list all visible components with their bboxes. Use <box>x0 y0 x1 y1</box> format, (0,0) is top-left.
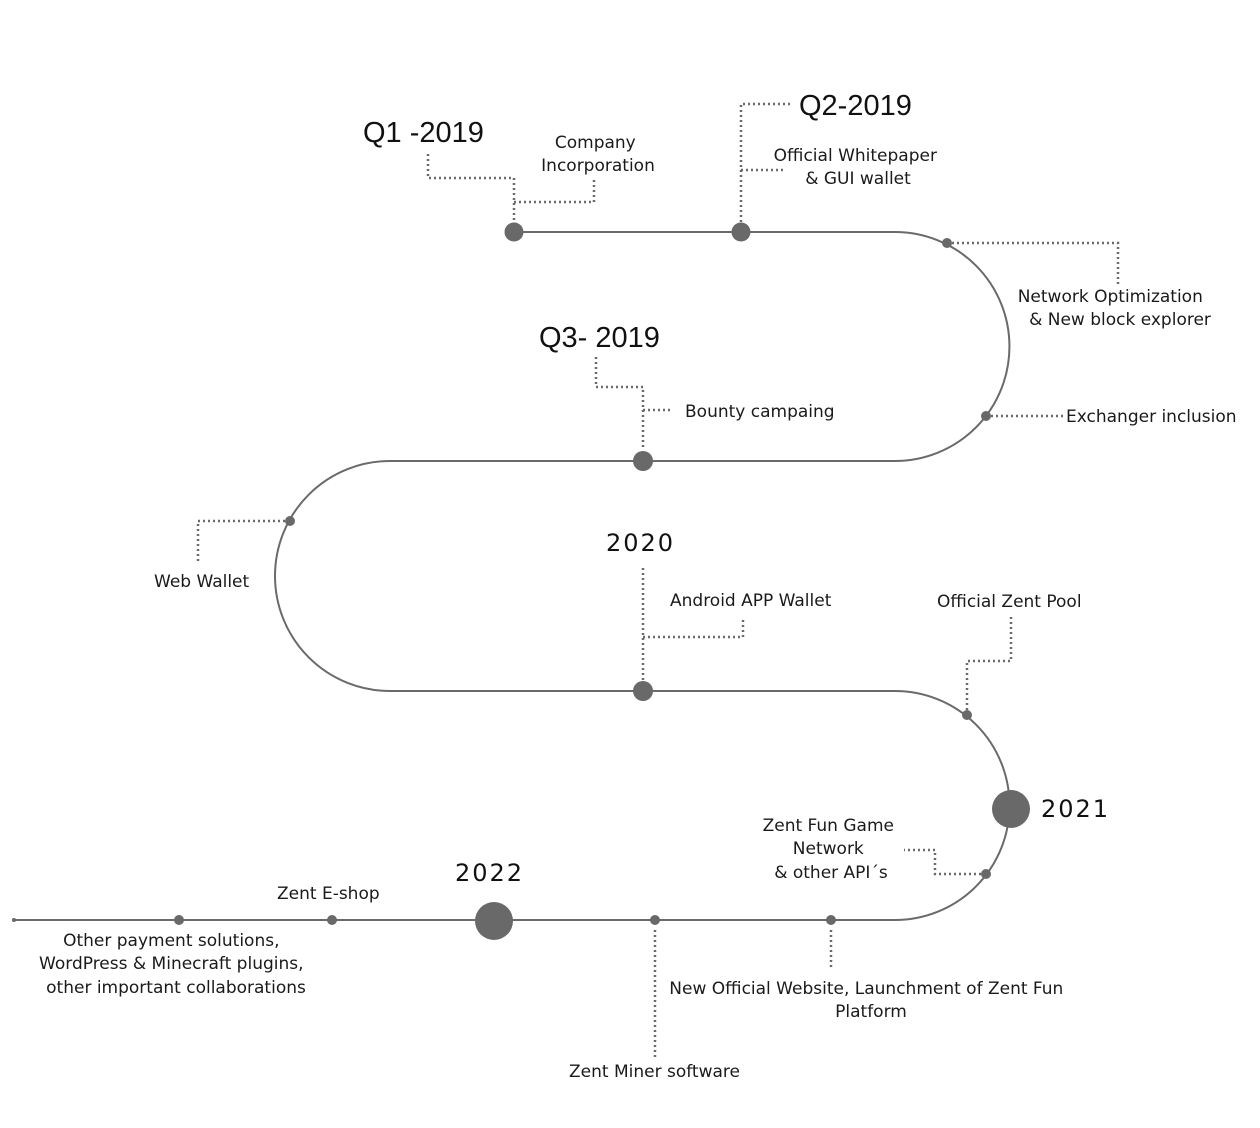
dot-website <box>826 915 836 925</box>
label-whitepaper-line-1: Official Whitepaper <box>774 146 937 166</box>
phase-2020: 2020 <box>606 529 675 557</box>
leader-pool <box>965 617 1013 715</box>
milestone-dots <box>12 222 1030 940</box>
leader-q3 <box>594 357 645 450</box>
label-other-payment: Other payment solutions, WordPress & Min… <box>39 931 309 998</box>
dot-2021 <box>992 790 1030 828</box>
label-whitepaper-line-2: & GUI wallet <box>805 169 911 189</box>
label-web-wallet: Web Wallet <box>154 572 250 592</box>
label-company-line-2: Incorporation <box>541 156 655 176</box>
label-android: Android APP Wallet <box>670 591 832 611</box>
phase-2021: 2021 <box>1041 795 1110 823</box>
dot-exchanger <box>981 411 991 421</box>
label-company-line-1: Company <box>555 133 636 153</box>
label-eshop: Zent E-shop <box>277 884 380 904</box>
label-company-incorporation: Company Incorporation <box>541 133 655 176</box>
dot-2020 <box>633 681 653 701</box>
dot-pool <box>962 710 972 720</box>
dot-path-end <box>12 918 16 922</box>
label-fungame-line-3: & other API´s <box>774 863 888 883</box>
label-fungame-line-1: Zent Fun Game <box>763 816 894 836</box>
dot-q1 <box>504 222 524 242</box>
phase-q1-2019: Q1 -2019 <box>363 117 484 149</box>
dot-network <box>942 238 952 248</box>
dot-q3 <box>633 451 653 471</box>
dot-miner <box>650 915 660 925</box>
label-miner: Zent Miner software <box>569 1062 740 1082</box>
label-fungame-line-2: Network <box>793 839 864 859</box>
label-network-optimization: Network Optimization & New block explore… <box>1018 287 1211 330</box>
label-whitepaper: Official Whitepaper & GUI wallet <box>774 146 943 189</box>
label-network-line-1: Network Optimization <box>1018 287 1203 307</box>
leader-lines <box>196 102 1120 1060</box>
label-website-line-2: Platform <box>835 1002 907 1022</box>
dot-webwallet <box>285 516 295 526</box>
leader-company <box>514 180 596 204</box>
dot-eshop <box>327 915 337 925</box>
dot-fungame <box>981 869 991 879</box>
label-website: New Official Website, Launchment of Zent… <box>669 979 1068 1022</box>
leader-q2 <box>739 102 790 222</box>
dot-2022 <box>475 902 513 940</box>
label-other-line-3: other important collaborations <box>46 978 306 998</box>
phase-2022: 2022 <box>455 859 524 887</box>
dot-other-payment <box>174 915 184 925</box>
leader-android <box>643 620 745 639</box>
phase-q2-2019: Q2-2019 <box>799 90 912 122</box>
label-zent-pool: Official Zent Pool <box>937 592 1082 612</box>
leader-webwallet <box>196 519 290 562</box>
label-bounty: Bounty campaing <box>685 402 835 422</box>
label-fun-game: Zent Fun Game Network & other API´s <box>763 816 900 883</box>
leader-fungame <box>904 848 986 876</box>
dot-q2 <box>731 222 751 242</box>
leader-network <box>947 241 1120 286</box>
label-website-line-1: New Official Website, Launchment of Zent… <box>669 979 1063 999</box>
label-other-line-1: Other payment solutions, <box>63 931 279 951</box>
phase-q3-2019: Q3- 2019 <box>539 322 660 354</box>
label-other-line-2: WordPress & Minecraft plugins, <box>39 954 303 974</box>
label-network-line-2: & New block explorer <box>1029 310 1211 330</box>
label-exchanger: Exchanger inclusion <box>1066 407 1237 427</box>
leader-q1 <box>426 154 516 222</box>
